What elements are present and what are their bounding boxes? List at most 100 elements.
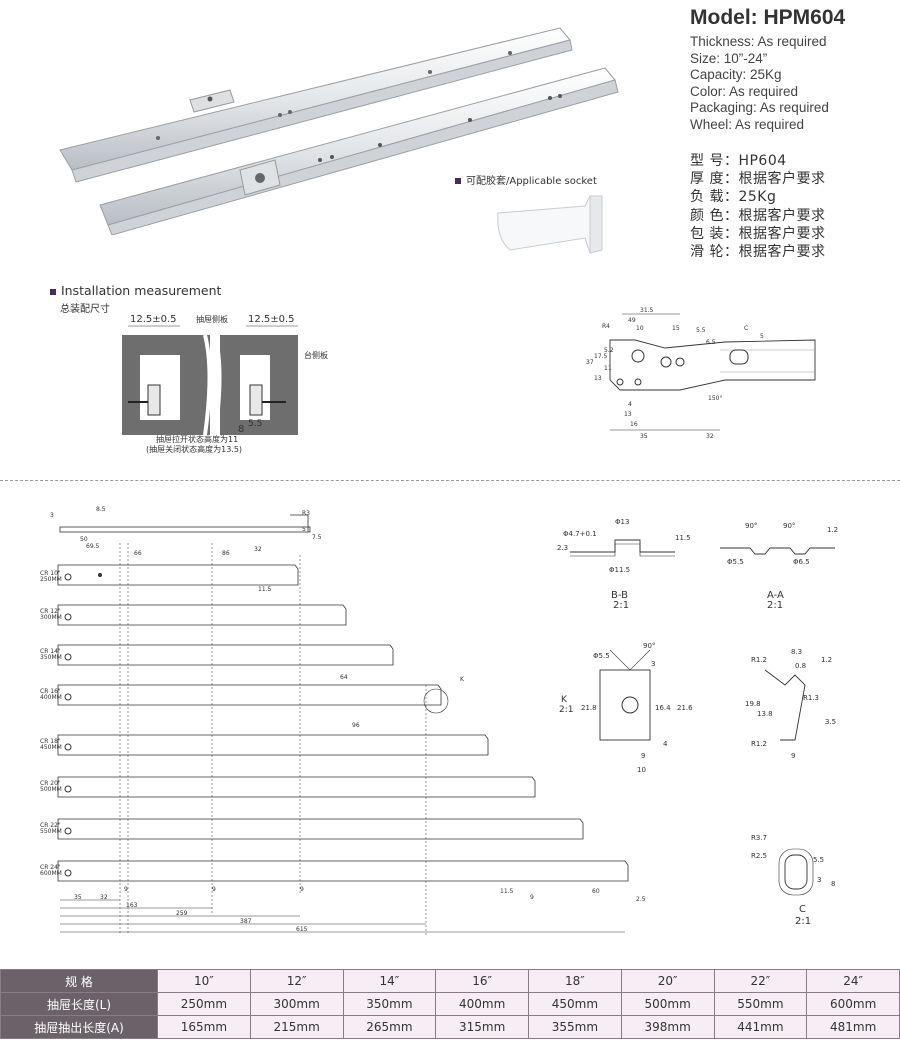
slide-row-24: CR 24"600MM xyxy=(40,860,629,882)
note-line-1: 抽屉拉开状态高度为11 xyxy=(156,434,238,444)
aa-dim-phi5-5: Φ5.5 xyxy=(727,558,744,566)
top-dim-7-5: 7.5 xyxy=(312,534,322,541)
section-divider xyxy=(0,480,900,481)
svg-text:CR 20": CR 20" xyxy=(40,780,61,787)
profile-dim-8-3: 8.3 xyxy=(791,648,802,656)
detail-dim-37: 37 xyxy=(586,359,594,366)
label-8: 8 xyxy=(238,424,244,435)
table-cell: 165mm xyxy=(157,1015,251,1039)
slide-row-12: CR 12"300MM xyxy=(40,604,347,626)
slide-row-20: CR 20"500MM xyxy=(40,776,536,798)
profile-dim-19-8: 19.8 xyxy=(745,700,761,708)
slide-row-14: CR 14"350MM xyxy=(40,644,394,666)
top-dim-11-5: 11.5 xyxy=(258,586,272,593)
bullet-icon xyxy=(455,178,461,184)
table-header-cell: 规 格 xyxy=(0,969,158,993)
c-dim-8: 8 xyxy=(831,880,835,888)
detail-dim-17-5: 17.5 xyxy=(594,353,608,360)
detail-dim-49: 49 xyxy=(628,317,636,324)
bottom-dim-64: 64 xyxy=(340,674,348,681)
detail-dim-150deg: 150° xyxy=(708,395,722,402)
profile-dim-r1-2b: R1.2 xyxy=(751,740,767,748)
table-row: 抽屉长度(L) 250mm 300mm 350mm 400mm 450mm 50… xyxy=(0,992,900,1016)
bullet-icon xyxy=(50,288,56,295)
k-scale: 2:1 xyxy=(559,705,573,715)
section-views-drawing: Φ4.7+0.1 Φ13 Φ11.5 11.5 2.3 B-B 2:1 90° … xyxy=(557,518,838,927)
table-cell: 215mm xyxy=(249,1015,344,1039)
bb-dim-2-3: 2.3 xyxy=(557,544,568,552)
detail-dim-5-2: 5.2 xyxy=(604,347,614,354)
profile-dim-1-2: 1.2 xyxy=(821,656,832,664)
dim-left: 12.5±0.5 xyxy=(130,314,177,325)
table-cell: 350mm xyxy=(342,992,437,1016)
label-drawer-side: 抽屉侧板 xyxy=(196,314,228,324)
spec-cn-model: 型 号：HP604 xyxy=(690,153,787,169)
svg-text:CR 24": CR 24" xyxy=(40,864,61,871)
table-cell: 500mm xyxy=(620,992,715,1016)
detail-dim-11: 11 xyxy=(604,365,612,372)
svg-text:CR 10": CR 10" xyxy=(40,570,61,577)
bb-dim-phi11-5: Φ11.5 xyxy=(609,566,630,574)
k-dim-16-4: 16.4 xyxy=(655,704,671,712)
bb-label: B-B xyxy=(611,590,628,601)
top-dim-5: 5 xyxy=(302,526,306,533)
table-header-cell: 22″ xyxy=(713,969,808,993)
bottom-dim-387: 387 xyxy=(240,918,252,925)
top-dim-69-5: 69.5 xyxy=(86,543,100,550)
spec-capacity: Capacity: 25Kg xyxy=(690,67,782,83)
profile-dim-3-5: 3.5 xyxy=(825,718,836,726)
profile-dim-13-8: 13.8 xyxy=(757,710,773,718)
table-header-cell: 20″ xyxy=(620,969,715,993)
top-dim-86: 86 xyxy=(222,550,230,557)
k-dim-9: 9 xyxy=(641,752,645,760)
c-dim-3: 3 xyxy=(817,876,821,884)
c-scale: 2:1 xyxy=(795,916,811,927)
table-header-cell: 12″ xyxy=(249,969,344,993)
slide-row-18: CR 18"450MM xyxy=(40,734,489,756)
spec-cn-wheel: 滑 轮：根据客户要求 xyxy=(690,244,826,261)
bottom-dim-35: 35 xyxy=(74,894,82,901)
bb-dim-phi4-7: Φ4.7+0.1 xyxy=(563,530,597,538)
spec-size: Size: 10”-24” xyxy=(690,50,768,66)
table-header-cell: 18″ xyxy=(528,969,622,993)
profile-dim-r1-3: R1.3 xyxy=(803,694,819,702)
table-cell: 265mm xyxy=(342,1015,437,1039)
bottom-dim-259: 259 xyxy=(176,910,188,917)
bottom-dim-96: 96 xyxy=(352,722,360,729)
spec-list-en: Thickness: As required Size: 10”-24” Cap… xyxy=(690,34,829,134)
k-dim-phi5-5: Φ5.5 xyxy=(593,652,610,660)
table-header-cell: 14″ xyxy=(342,969,437,993)
svg-text:400MM: 400MM xyxy=(40,694,62,701)
bottom-dim-11-5: 11.5 xyxy=(500,888,514,895)
profile-dim-9: 9 xyxy=(791,752,795,760)
detail-dim-c: C xyxy=(744,325,748,332)
top-dim-r3: R3 xyxy=(302,510,310,517)
bottom-dim-163: 163 xyxy=(126,902,138,909)
top-dim-3: 3 xyxy=(50,512,54,519)
slide-row-22: CR 22"550MM xyxy=(40,818,584,840)
bottom-dim-32: 32 xyxy=(100,894,108,901)
svg-text:300MM: 300MM xyxy=(40,614,62,621)
k-dim-21-6: 21.6 xyxy=(677,704,693,712)
aa-dim-90a: 90° xyxy=(745,522,757,530)
bottom-dim-60: 60 xyxy=(592,888,600,895)
table-cell: 250mm xyxy=(157,992,251,1016)
k-dim-4: 4 xyxy=(663,740,668,748)
bottom-dim-9b: 9 xyxy=(212,886,216,893)
bottom-dim-9c: 9 xyxy=(300,886,304,893)
detail-dim-13a: 13 xyxy=(594,375,602,382)
table-cell: 600mm xyxy=(806,992,900,1016)
bb-dim-11-5: 11.5 xyxy=(675,534,691,542)
svg-text:550MM: 550MM xyxy=(40,828,62,835)
table-cell: 398mm xyxy=(620,1015,715,1039)
spec-cn-color: 颜 色：根据客户要求 xyxy=(690,207,826,224)
detail-dim-5: 5 xyxy=(760,333,764,340)
spec-wheel: Wheel: As required xyxy=(690,116,805,132)
spec-color: Color: As required xyxy=(690,83,799,99)
c-dim-5-5: 5.5 xyxy=(813,856,824,864)
svg-text:CR 12": CR 12" xyxy=(40,608,61,615)
bottom-dim-9d: 9 xyxy=(530,894,534,901)
svg-text:450MM: 450MM xyxy=(40,744,62,751)
table-cell: 315mm xyxy=(435,1015,529,1039)
svg-text:500MM: 500MM xyxy=(40,786,62,793)
